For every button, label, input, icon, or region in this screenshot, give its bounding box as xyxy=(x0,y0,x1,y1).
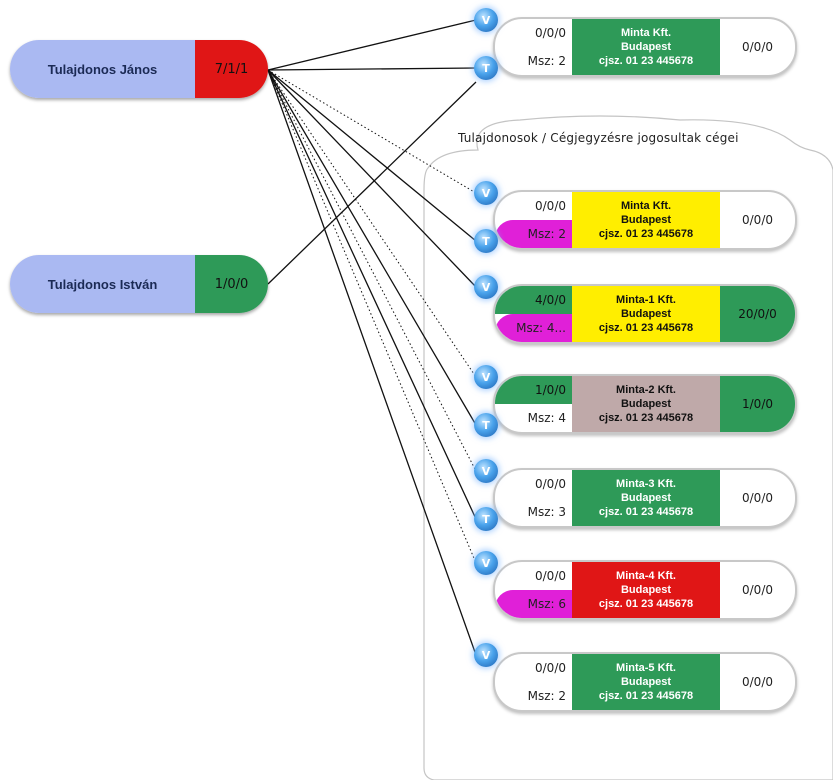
owner-name: Tulajdonos István xyxy=(10,255,195,313)
edge-janos-v xyxy=(267,19,477,71)
company-right-value: 0/0/0 xyxy=(742,40,773,54)
company-name: Minta-4 Kft. xyxy=(616,570,676,582)
company-msz-value: Msz: 3 xyxy=(527,505,566,519)
owner-node-janos[interactable]: Tulajdonos János 7/1/1 xyxy=(10,40,268,98)
company-cjsz: cjsz. 01 23 445678 xyxy=(598,412,694,424)
v-role-icon[interactable]: V xyxy=(474,275,498,299)
company-info: Minta-4 Kft. Budapest cjsz. 01 23 445678 xyxy=(572,562,720,618)
company-right-value: 20/0/0 xyxy=(720,286,795,342)
owner-value: 7/1/1 xyxy=(195,40,268,98)
v-role-icon[interactable]: V xyxy=(474,459,498,483)
company-cjsz: cjsz. 01 23 445678 xyxy=(598,228,694,240)
company-city: Budapest xyxy=(620,308,672,320)
company-name: Minta-5 Kft. xyxy=(616,662,676,674)
edge-janos-t xyxy=(267,69,477,242)
owner-value: 1/0/0 xyxy=(195,255,268,313)
company-ownership-value: 0/0/0 xyxy=(535,199,566,213)
company-ownership-value: 0/0/0 xyxy=(535,26,566,40)
company-name: Minta Kft. xyxy=(620,200,672,212)
company-city: Budapest xyxy=(620,584,672,596)
edge-janos-t xyxy=(267,69,477,520)
company-name: Minta-1 Kft. xyxy=(616,294,676,306)
company-msz-value: Msz: 6 xyxy=(495,590,572,618)
company-right-value: 0/0/0 xyxy=(742,213,773,227)
company-name: Minta-3 Kft. xyxy=(616,478,676,490)
owner-name: Tulajdonos János xyxy=(10,40,195,98)
company-cjsz: cjsz. 01 23 445678 xyxy=(598,598,694,610)
company-ownership-value: 0/0/0 xyxy=(535,569,566,583)
edge-janos-t xyxy=(267,67,477,71)
t-role-icon[interactable]: T xyxy=(474,56,498,80)
company-name: Minta Kft. xyxy=(620,27,672,39)
company-cjsz: cjsz. 01 23 445678 xyxy=(598,322,694,334)
company-info: Minta-3 Kft. Budapest cjsz. 01 23 445678 xyxy=(572,470,720,526)
company-msz-value: Msz: 2 xyxy=(495,220,572,248)
company-right-value: 0/0/0 xyxy=(742,491,773,505)
company-info: Minta Kft. Budapest cjsz. 01 23 445678 xyxy=(572,19,720,75)
edge-janos-v xyxy=(267,69,477,564)
edge-janos-v xyxy=(267,69,477,378)
v-role-icon[interactable]: V xyxy=(474,643,498,667)
company-ownership-value: 0/0/0 xyxy=(535,661,566,675)
t-role-icon[interactable]: T xyxy=(474,507,498,531)
company-ownership-value: 1/0/0 xyxy=(495,376,572,404)
company-info: Minta Kft. Budapest cjsz. 01 23 445678 xyxy=(572,192,720,248)
v-role-icon[interactable]: V xyxy=(474,8,498,32)
company-right-value: 0/0/0 xyxy=(742,583,773,597)
company-cjsz: cjsz. 01 23 445678 xyxy=(598,55,694,67)
company-cjsz: cjsz. 01 23 445678 xyxy=(598,690,694,702)
t-role-icon[interactable]: T xyxy=(474,413,498,437)
section-title: Tulajdonosok / Cégjegyzésre jogosultak c… xyxy=(458,131,739,145)
edge-janos-v xyxy=(267,69,477,656)
company-msz-value: Msz: 4 xyxy=(527,411,566,425)
company-info: Minta-2 Kft. Budapest cjsz. 01 23 445678 xyxy=(572,376,720,432)
company-cjsz: cjsz. 01 23 445678 xyxy=(598,506,694,518)
edge-janos-v xyxy=(267,69,477,194)
company-city: Budapest xyxy=(620,492,672,504)
owner-node-istvan[interactable]: Tulajdonos István 1/0/0 xyxy=(10,255,268,313)
company-city: Budapest xyxy=(620,398,672,410)
v-role-icon[interactable]: V xyxy=(474,551,498,575)
company-right-value: 0/0/0 xyxy=(742,675,773,689)
edge-janos-t xyxy=(267,69,477,426)
company-ownership-value: 4/0/0 xyxy=(495,286,572,314)
v-role-icon[interactable]: V xyxy=(474,181,498,205)
edge-istvan-t xyxy=(267,81,477,285)
company-ownership-value: 0/0/0 xyxy=(535,477,566,491)
company-city: Budapest xyxy=(620,41,672,53)
company-msz-value: Msz: 2 xyxy=(527,689,566,703)
company-city: Budapest xyxy=(620,676,672,688)
edge-janos-v xyxy=(267,69,477,288)
company-msz-value: Msz: 4... xyxy=(495,314,572,342)
company-city: Budapest xyxy=(620,214,672,226)
edge-janos-v xyxy=(267,69,477,472)
company-info: Minta-1 Kft. Budapest cjsz. 01 23 445678 xyxy=(572,286,720,342)
company-msz-value: Msz: 2 xyxy=(527,54,566,68)
company-name: Minta-2 Kft. xyxy=(616,384,676,396)
t-role-icon[interactable]: T xyxy=(474,229,498,253)
v-role-icon[interactable]: V xyxy=(474,365,498,389)
company-info: Minta-5 Kft. Budapest cjsz. 01 23 445678 xyxy=(572,654,720,710)
company-right-value: 1/0/0 xyxy=(720,376,795,432)
